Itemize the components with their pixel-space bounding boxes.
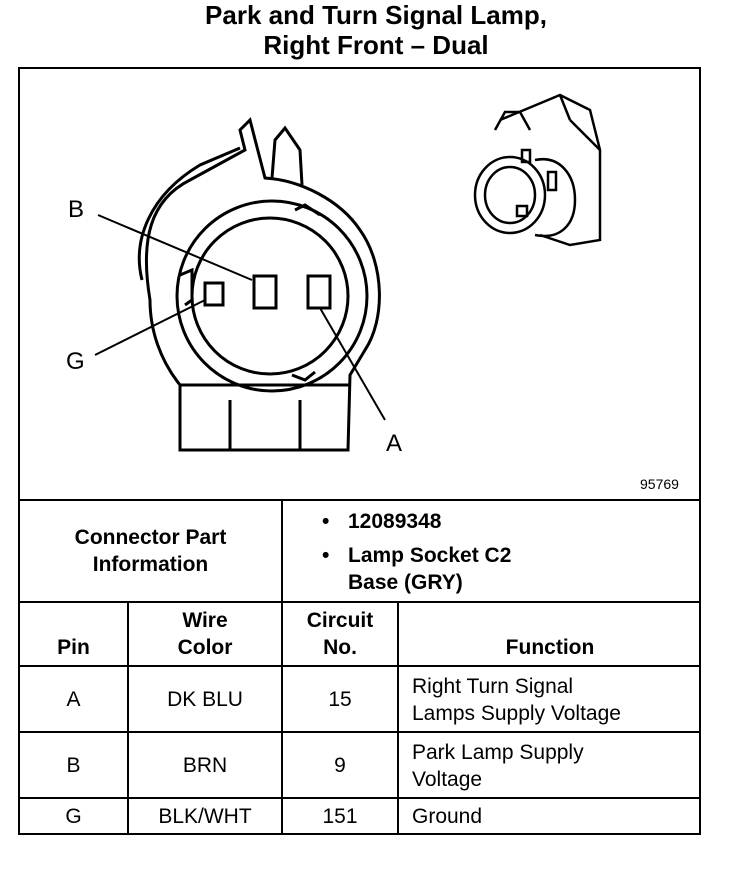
- row-g-circuit: 151: [322, 805, 358, 828]
- divider-header: [18, 601, 701, 603]
- row-a-circuit: 15: [328, 688, 352, 711]
- row-g-pin: G: [65, 805, 82, 828]
- connector-diagram: [94, 93, 602, 452]
- connector-info-label: Connector Part Information: [20, 524, 281, 578]
- leader-line-a: [319, 307, 386, 421]
- connector-tab: [270, 125, 304, 186]
- divider-col-2: [281, 601, 283, 835]
- row-g-wire-color: BLK/WHT: [158, 805, 252, 828]
- connector-face-outer-ring: [175, 199, 369, 393]
- row-g-function: Ground: [412, 803, 482, 830]
- row-g-function-line1: Ground: [412, 805, 483, 828]
- row-a-pin: A: [66, 688, 81, 711]
- connector-face-inner-ring: [190, 216, 350, 376]
- row-b-wire-color: BRN: [182, 754, 228, 777]
- connector-description-line2: Base (GRY): [348, 571, 463, 594]
- row-a-function: Right Turn Signal Lamps Supply Voltage: [412, 673, 621, 727]
- divider-col-1: [127, 601, 129, 835]
- header-function: Function: [505, 636, 595, 659]
- connector-perspective-view: [473, 93, 602, 247]
- row-b-pin: B: [66, 754, 81, 777]
- leader-line-g: [94, 299, 206, 356]
- row-b-function-line2: Voltage: [412, 768, 483, 791]
- leader-line-b: [97, 214, 253, 281]
- row-a-function-line1: Right Turn Signal: [412, 675, 574, 698]
- connector-body-outline: [144, 117, 381, 452]
- header-pin: Pin: [57, 636, 90, 659]
- divider-connector-info: [281, 499, 283, 601]
- pin-g-terminal: [203, 281, 225, 307]
- row-a-function-line2: Lamps Supply Voltage: [412, 702, 621, 725]
- divider-col-3: [397, 601, 399, 835]
- divider-figure: [18, 499, 701, 501]
- connector-description: Lamp Socket C2 Base (GRY): [348, 542, 511, 596]
- row-b-function-line1: Park Lamp Supply: [412, 741, 584, 764]
- divider-row-2: [18, 731, 701, 733]
- header-circuit: Circuit No.: [283, 607, 397, 661]
- connector-info-label-line2: Information: [92, 553, 209, 576]
- divider-row-1: [18, 665, 701, 667]
- callout-b: B: [68, 196, 85, 223]
- row-b-function: Park Lamp Supply Voltage: [412, 739, 584, 793]
- header-circuit-line1: Circuit: [306, 609, 374, 632]
- part-number: 12089348: [348, 510, 442, 533]
- header-wire-color-line1: Wire: [182, 609, 228, 632]
- header-wire-color: Wire Color: [129, 607, 281, 661]
- pin-a-terminal: [306, 274, 332, 310]
- row-b-circuit: 9: [334, 754, 346, 777]
- callout-a: A: [386, 430, 403, 457]
- bullet-2: •: [322, 544, 330, 567]
- header-wire-color-line2: Color: [177, 636, 233, 659]
- row-a-wire-color: DK BLU: [167, 688, 243, 711]
- pin-b-terminal: [252, 274, 278, 310]
- connector-info-label-line1: Connector Part: [74, 526, 227, 549]
- connector-clip: [137, 146, 241, 281]
- divider-row-3: [18, 797, 701, 799]
- callout-g: G: [66, 348, 85, 375]
- header-circuit-line2: No.: [323, 636, 357, 659]
- page-subtitle: Right Front – Dual: [263, 30, 489, 60]
- page-title: Park and Turn Signal Lamp,: [205, 0, 547, 30]
- figure-id: 95769: [640, 476, 679, 492]
- connector-description-line1: Lamp Socket C2: [348, 544, 512, 567]
- diagram-frame: [18, 67, 701, 835]
- bullet-1: •: [322, 510, 330, 533]
